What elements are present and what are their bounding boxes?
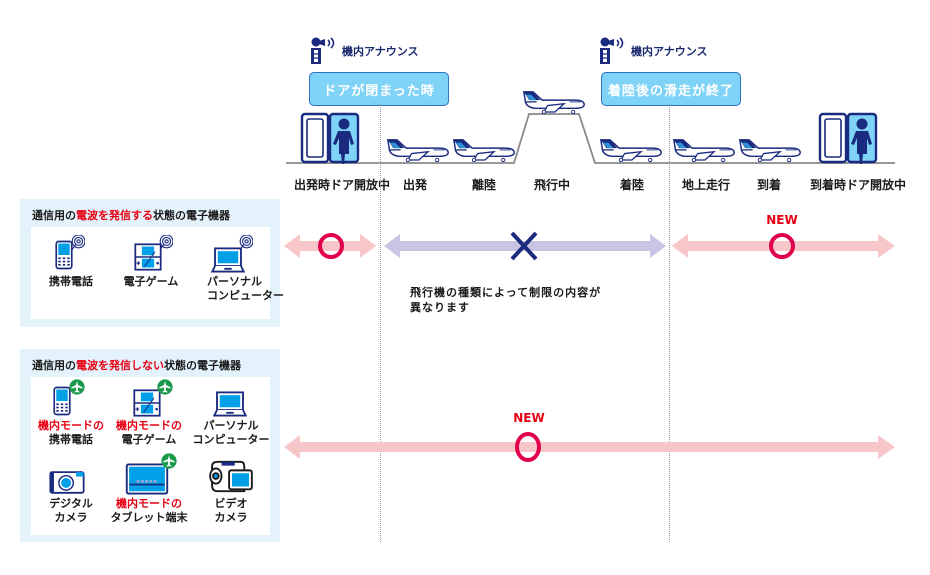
door-closed-divider [380, 104, 381, 542]
device-label: パーソナル [203, 419, 259, 432]
allowed-mark-new [515, 432, 541, 462]
airplane-mode-label: 機内モードの [116, 497, 182, 510]
device-laptop: パーソナル コンピューター [191, 379, 271, 447]
device-game-airplane-mode: 機内モードの 電子ゲーム [109, 379, 189, 447]
allowed-mark-new [769, 233, 795, 259]
allowed-mark [318, 233, 344, 259]
ground-line [286, 113, 895, 164]
device-label: コンピューター [207, 289, 284, 302]
airplane-mode-label: 機内モードの [38, 419, 104, 432]
device-label: カメラ [54, 511, 88, 524]
title-suffix: 状態の電子機器 [164, 359, 241, 372]
non-transmitting-devices-list: 機内モードの 携帯電話 機内モードの 電子ゲーム パーソナル コンピューター デ… [31, 377, 270, 535]
device-label: 携帯電話 [49, 275, 93, 288]
announcement-1: 機内アナウンス [308, 36, 419, 66]
aircraft-type-note: 飛行機の種類によって制限の内容が 異なります [410, 285, 601, 315]
device-label: ビデオ [214, 497, 248, 510]
device-label: 電子ゲーム [123, 275, 179, 288]
title-prefix: 通信用の [32, 209, 76, 222]
new-badge: NEW [766, 213, 798, 227]
allowed-arrow-taxi-arrival [672, 234, 895, 258]
door-closed-event-box: ドアが閉まった時 [309, 72, 449, 106]
non-transmitting-panel-title: 通信用の電波を発信しない状態の電子機器 [32, 357, 241, 373]
stage-takeoff: 離陸 [471, 178, 497, 192]
device-video-camera: ビデオ カメラ [191, 457, 271, 525]
announcement-label: 機内アナウンス [631, 45, 708, 58]
device-label: 電子ゲーム [121, 433, 177, 446]
device-laptop: パーソナル コンピューター [191, 235, 284, 303]
device-game: 電子ゲーム [111, 235, 191, 289]
stage-landing: 着陸 [619, 178, 645, 192]
device-label: デジタル [49, 497, 93, 510]
note-line: 飛行機の種類によって制限の内容が [410, 286, 602, 299]
title-suffix: 状態の電子機器 [153, 209, 230, 222]
title-prefix: 通信用の [32, 359, 76, 372]
flight-profile [286, 113, 895, 164]
taxi-end-divider [669, 104, 670, 542]
stage-departure: 出発 [402, 178, 428, 192]
device-mobile-phone-airplane-mode: 機内モードの 携帯電話 [31, 379, 111, 447]
device-digital-camera: デジタル カメラ [31, 457, 111, 525]
transmitting-devices-panel: 通信用の電波を発信する状態の電子機器 携帯電話 電子ゲーム パーソナル コンピュ… [20, 199, 284, 327]
forbidden-mark [510, 231, 538, 261]
transmitting-panel-title: 通信用の電波を発信する状態の電子機器 [32, 207, 230, 223]
title-highlight: 電波を発信する [76, 209, 153, 222]
allowed-arrow-all-stages [284, 435, 895, 459]
stage-door-open-arrival: 到着時ドア開放中 [809, 178, 907, 192]
device-label: カメラ [214, 511, 248, 524]
device-tablet-airplane-mode: 機内モードの タブレット端末 [109, 457, 189, 525]
device-label: コンピューター [192, 433, 270, 446]
airplane-mode-label: 機内モードの [116, 419, 182, 432]
non-transmitting-devices-panel: 通信用の電波を発信しない状態の電子機器 機内モードの 携帯電話 機内モードの 電… [20, 349, 280, 542]
device-label: パーソナル [207, 275, 262, 288]
note-line: 異なります [410, 301, 470, 314]
stage-door-open-departure: 出発時ドア開放中 [293, 178, 391, 192]
transmitting-devices-list: 携帯電話 電子ゲーム パーソナル コンピューター [31, 227, 284, 319]
title-highlight: 電波を発信しない [76, 359, 164, 372]
stage-arrival: 到着 [756, 178, 782, 192]
stage-ground-taxi: 地上走行 [681, 178, 731, 192]
device-label: タブレット端末 [110, 511, 188, 524]
stage-in-flight: 飛行中 [533, 178, 571, 192]
landing-taxi-end-event-box: 着陸後の滑走が終了 [601, 72, 741, 106]
allowed-arrow-door-open-departure [284, 234, 376, 258]
device-label: 携帯電話 [49, 433, 93, 446]
announcement-2: 機内アナウンス [597, 36, 708, 66]
new-badge: NEW [513, 411, 545, 425]
device-mobile-phone: 携帯電話 [31, 235, 111, 289]
announcement-label: 機内アナウンス [342, 45, 419, 58]
